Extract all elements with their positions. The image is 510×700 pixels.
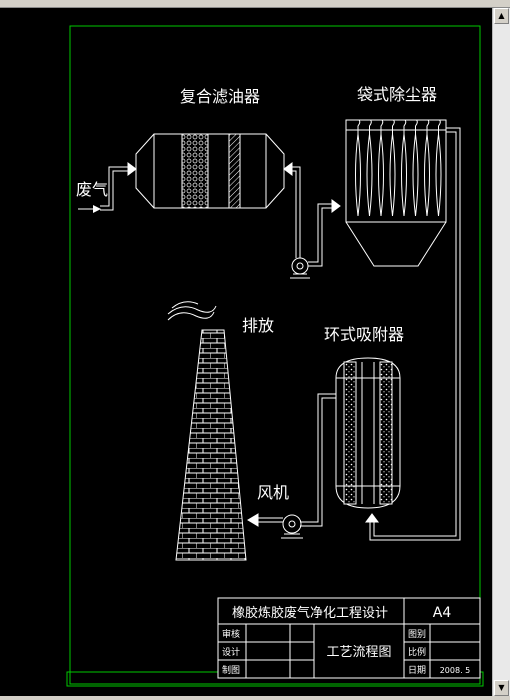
bag-hanger: [357, 119, 361, 134]
scale-label: 比例: [408, 646, 426, 658]
filter-bag: [355, 133, 361, 217]
project-title: 橡胶炼胶废气净化工程设计: [232, 605, 388, 621]
drawing-frame: [69, 25, 481, 685]
oil-filter-label: 复合滤油器: [180, 87, 260, 106]
sheet-no-label: 图别: [408, 629, 426, 640]
drawing-name: 工艺流程图: [326, 645, 391, 660]
process-flow-diagram: 复合滤油器 袋式除尘器 废气 排放 环式吸附器 风机: [66, 25, 484, 687]
ring-adsorber: [335, 357, 401, 509]
draw-label: 制图: [222, 664, 240, 676]
toolbar-cell[interactable]: [384, 0, 510, 8]
bag-hanger: [415, 119, 418, 134]
design-label: 设计: [222, 646, 240, 658]
composite-oil-filter: [135, 133, 293, 209]
bag-hanger: [426, 119, 430, 134]
bag-hanger: [438, 119, 441, 134]
toolbar-cell[interactable]: [0, 0, 87, 8]
chimney: [167, 301, 247, 561]
filter-bag: [401, 133, 407, 217]
horizontal-scrollbar[interactable]: [0, 696, 510, 700]
adsorber-label: 环式吸附器: [324, 325, 404, 344]
bag-filter-label: 袋式除尘器: [357, 85, 437, 104]
date-value: 2008. 5: [440, 666, 471, 675]
filter-bag: [435, 133, 442, 217]
fan-label: 风机: [257, 483, 289, 502]
toolbar-strip: [0, 0, 510, 8]
exhaust-label: 排放: [242, 316, 274, 335]
bag-hanger: [380, 119, 384, 134]
pipe-adsorber-to-fan: [247, 393, 336, 539]
filter-bag: [366, 133, 373, 217]
filter-bag: [378, 133, 384, 217]
vertical-scrollbar[interactable]: ▲ ▼: [492, 8, 510, 696]
toolbar-cell[interactable]: [86, 0, 253, 8]
filter-bag: [424, 133, 430, 217]
filter-bag: [412, 133, 419, 217]
waste-gas-label: 废气: [76, 180, 108, 199]
review-label: 审核: [222, 628, 240, 640]
filter-bag: [389, 133, 396, 217]
scroll-up-icon[interactable]: ▲: [494, 8, 509, 24]
title-block: 橡胶炼胶废气净化工程设计 A4 审核 设计 制图 工艺流程图 图别 比例 日期 …: [217, 597, 481, 679]
bag-hanger: [369, 119, 372, 134]
drawing-canvas[interactable]: 复合滤油器 袋式除尘器 废气 排放 环式吸附器 风机: [0, 8, 492, 696]
scroll-down-icon[interactable]: ▼: [494, 680, 509, 696]
pipe-to-bag-filter: [288, 166, 341, 279]
bag-dust-collector: [345, 119, 461, 541]
date-label: 日期: [408, 665, 426, 676]
sheet-size: A4: [433, 605, 452, 621]
bag-hanger: [403, 119, 407, 134]
inlet-pipe: [78, 162, 137, 213]
bag-hanger: [392, 119, 395, 134]
toolbar-cell[interactable]: [252, 0, 385, 8]
